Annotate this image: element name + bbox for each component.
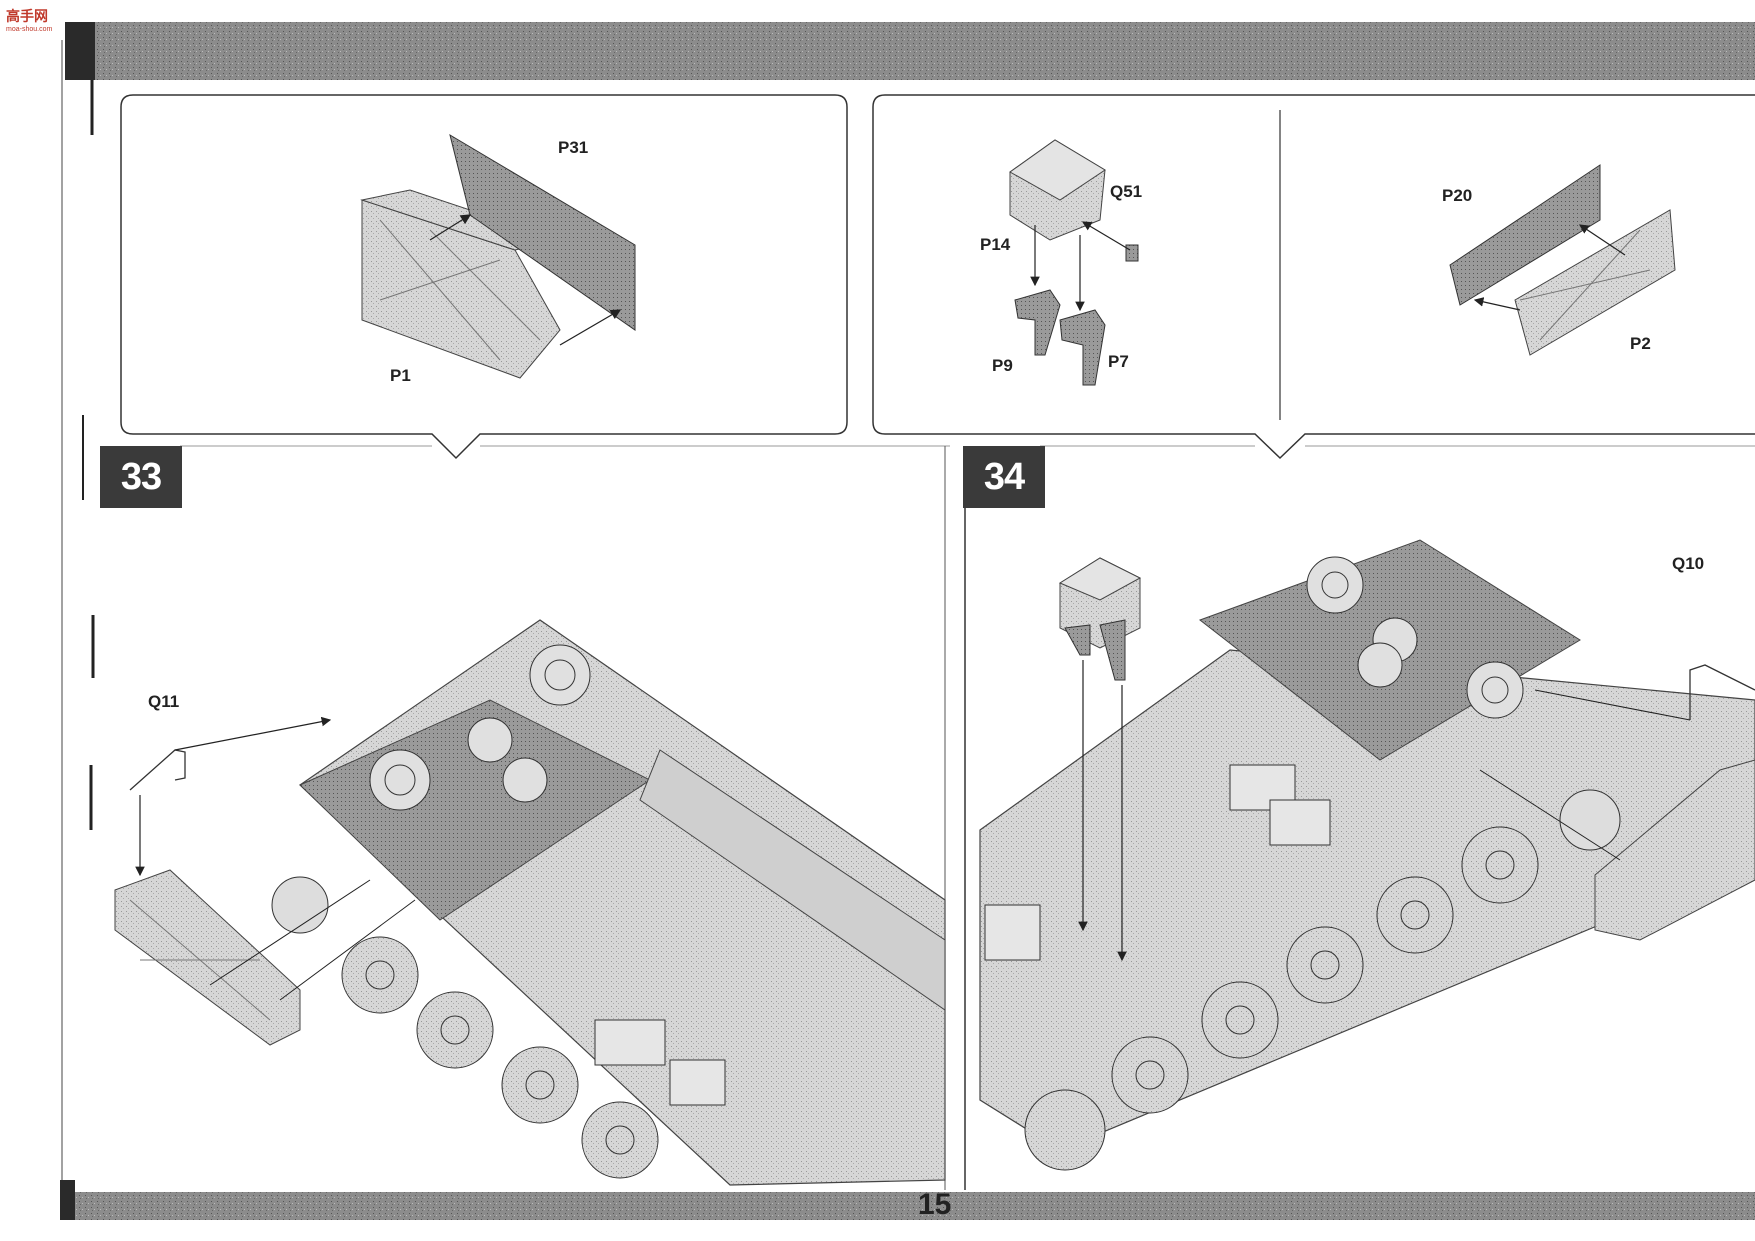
label-p9: P9 — [992, 356, 1013, 375]
label-p2: P2 — [1630, 334, 1651, 353]
part-q51 — [1125, 244, 1139, 262]
part-p7 — [1059, 309, 1106, 386]
part-p14 — [1009, 139, 1106, 241]
step-34-hull-illustration — [979, 539, 1755, 1171]
page-number: 15 — [918, 1188, 952, 1221]
label-q11: Q11 — [148, 692, 180, 711]
label-p7: P7 — [1108, 352, 1129, 371]
label-q51: Q51 — [1110, 182, 1143, 201]
step-33-hull-illustration — [271, 619, 946, 1186]
part-p20 — [1449, 164, 1601, 306]
label-p14: P14 — [980, 235, 1011, 254]
part-p31 — [449, 133, 636, 331]
step-34-p14-assembly — [1058, 557, 1142, 681]
part-p2 — [1514, 209, 1676, 356]
part-q11-box — [114, 869, 301, 1046]
label-p31: P31 — [558, 138, 589, 157]
label-q10: Q10 — [1672, 554, 1705, 573]
part-q10-box — [1594, 759, 1755, 941]
step-33-badge: 33 — [100, 446, 182, 508]
label-p1: P1 — [390, 366, 411, 385]
step-34-badge: 34 — [963, 446, 1045, 508]
part-p9 — [1014, 289, 1061, 356]
label-p20: P20 — [1442, 186, 1473, 205]
watermark-logo: 高手网 — [6, 8, 48, 24]
watermark-url: moa-shou.com — [6, 26, 53, 33]
